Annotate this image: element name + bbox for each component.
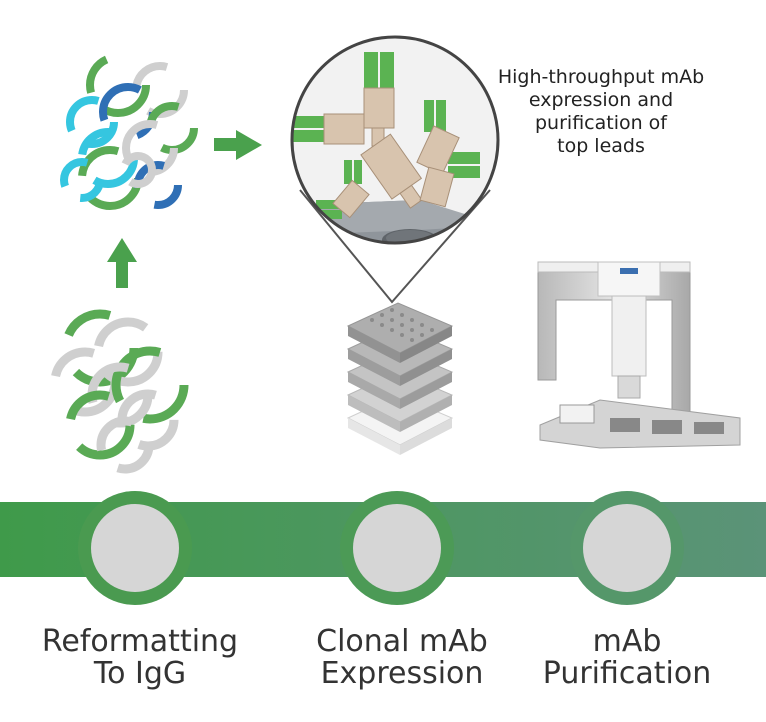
- antibody-icon: [363, 52, 395, 147]
- well-plate-stack-icon: [346, 302, 454, 455]
- up-arrow-icon: [107, 238, 137, 288]
- stage-node-purification: [570, 491, 684, 605]
- antibody-zoom-view: [290, 35, 500, 245]
- plasmid-cluster-icon: [60, 53, 198, 210]
- antibody-icon: [360, 133, 423, 209]
- stage-node-expression: [340, 491, 454, 605]
- zoom-cone: [299, 189, 491, 304]
- antibody-icon: [316, 160, 370, 219]
- stage-label-expression: Clonal mAb Expression: [316, 624, 488, 691]
- antibody-icon: [416, 100, 480, 208]
- purification-robot-icon: [537, 261, 741, 449]
- callout-text: High-throughput mAb expression and purif…: [497, 66, 705, 157]
- plasmid-source-icon: [50, 309, 189, 474]
- stage-label-purification: mAb Purification: [542, 624, 712, 691]
- stage-node-reformatting: [78, 491, 192, 605]
- right-arrow-icon: [214, 130, 262, 160]
- antibody-icon: [292, 113, 365, 145]
- stage-label-reformatting: Reformatting To IgG: [41, 624, 239, 691]
